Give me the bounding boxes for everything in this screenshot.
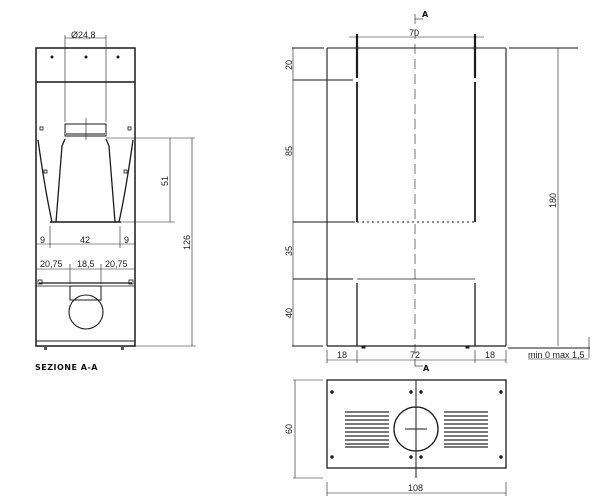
dim-60: 60 — [284, 424, 294, 434]
section-marker-bottom: A — [423, 364, 430, 373]
dim-18-5: 18,5 — [77, 259, 95, 269]
dim-108: 108 — [408, 483, 423, 493]
dim-70: 70 — [409, 28, 419, 38]
dim-18-right: 18 — [485, 350, 495, 360]
diameter-label: Ø24,8 — [71, 30, 96, 40]
dim-18-left: 18 — [337, 350, 347, 360]
dim-40: 40 — [284, 308, 294, 318]
dim-35: 35 — [284, 246, 294, 256]
dim-20: 20 — [284, 60, 294, 70]
dim-51: 51 — [160, 176, 170, 186]
dim-72: 72 — [410, 350, 420, 360]
vent-grille-right — [444, 411, 488, 448]
dim-20-75-left: 20,75 — [40, 259, 63, 269]
dim-180: 180 — [548, 193, 558, 208]
dim-85: 85 — [284, 146, 294, 156]
tolerance-note: min 0 max 1,5 — [528, 350, 585, 360]
dim-9-right: 9 — [124, 235, 129, 245]
dim-42: 42 — [80, 235, 90, 245]
dim-20-75-right: 20,75 — [105, 259, 128, 269]
section-marker-top: A — [422, 10, 429, 19]
top-view — [293, 379, 507, 496]
section-view — [35, 35, 196, 350]
dim-9-left: 9 — [40, 235, 45, 245]
vent-grille-left — [345, 411, 389, 448]
dim-126: 126 — [182, 235, 192, 250]
front-view — [292, 14, 590, 367]
section-title: SEZIONE A-A — [35, 363, 98, 372]
